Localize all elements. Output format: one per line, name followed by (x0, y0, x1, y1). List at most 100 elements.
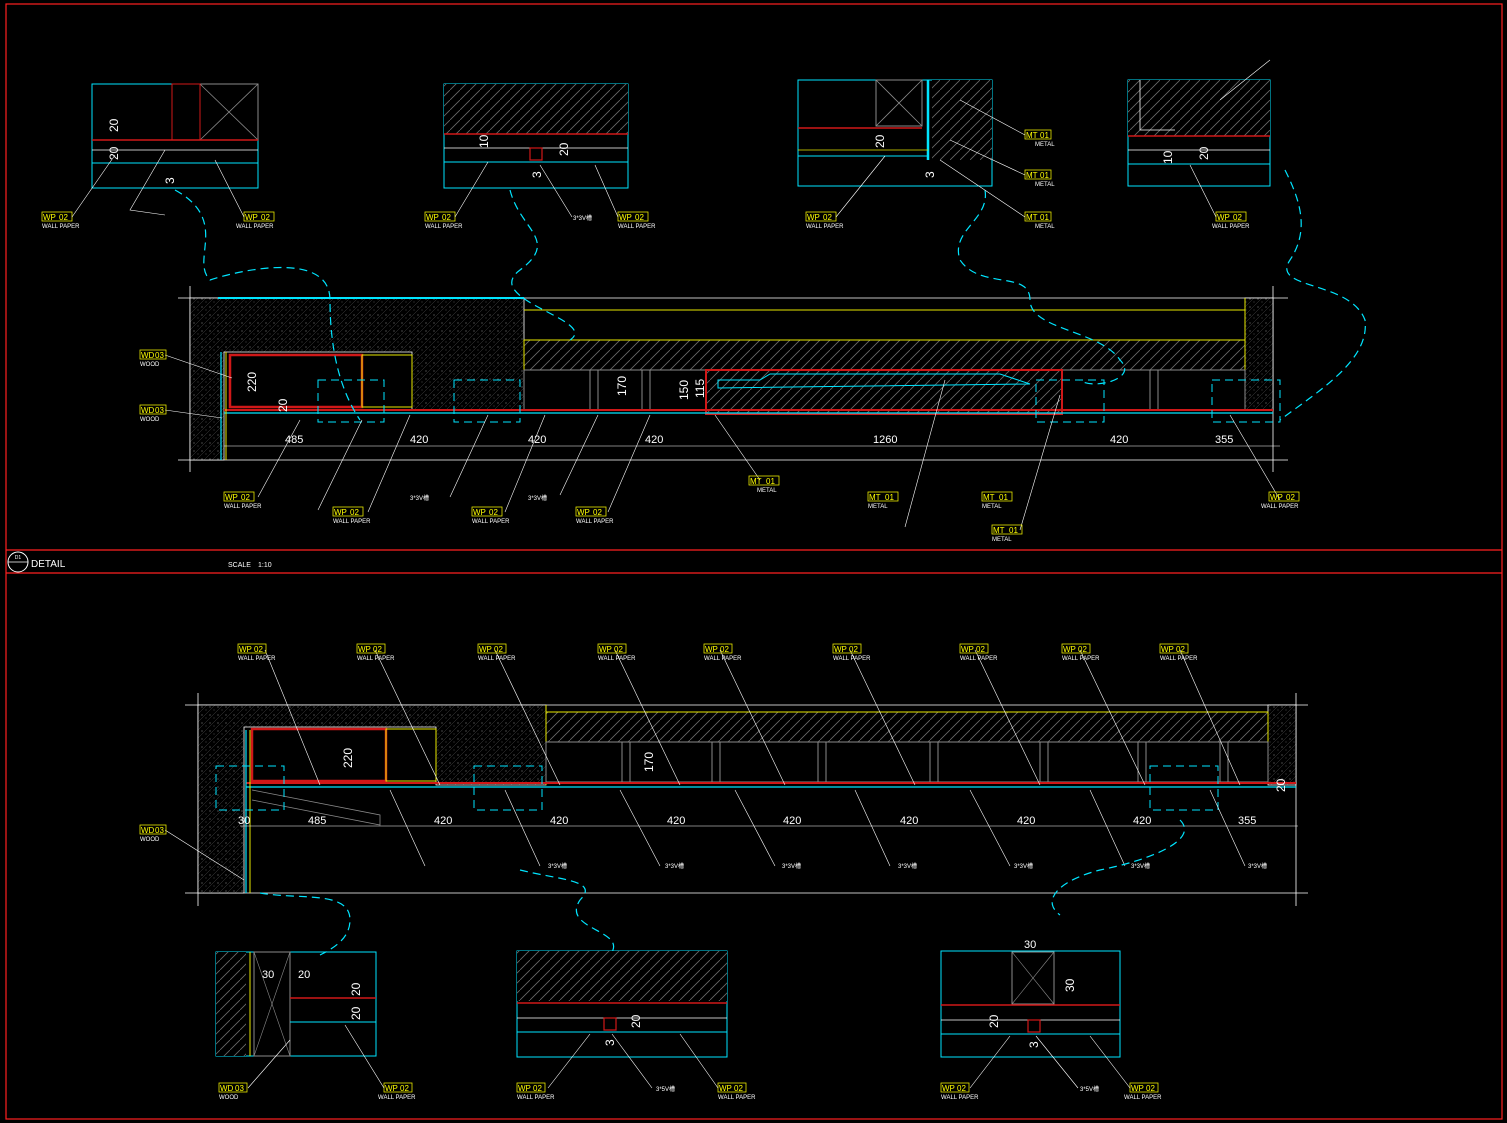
svg-text:WP: WP (1131, 1084, 1144, 1093)
bottom-groove-3: 3*3V槽 (782, 862, 801, 870)
title-bar: D1 DETAIL SCALE 1:10 (7, 551, 272, 573)
svg-text:WALL PAPER: WALL PAPER (236, 224, 274, 230)
svg-text:WALL PAPER: WALL PAPER (941, 1095, 979, 1101)
bottom-groove-2: 3*3V槽 (665, 862, 684, 870)
svg-text:METAL: METAL (868, 504, 888, 510)
bottom-height-1: 220 (341, 748, 355, 768)
svg-text:02: 02 (489, 508, 498, 517)
svg-text:WALL PAPER: WALL PAPER (806, 224, 844, 230)
svg-text:02: 02 (261, 213, 270, 222)
svg-text:METAL: METAL (992, 537, 1012, 543)
top-d1-dim-1: 20 (107, 118, 121, 132)
top-width-5: 1260 (873, 434, 897, 446)
svg-text:WALL PAPER: WALL PAPER (42, 224, 80, 230)
svg-text:01: 01 (999, 493, 1008, 502)
svg-text:03: 03 (155, 351, 164, 360)
bottom-d1-dim-1: 30 (262, 969, 274, 981)
svg-text:WALL PAPER: WALL PAPER (598, 656, 636, 662)
top-d3-dim-1: 20 (873, 134, 887, 148)
bottom-d3-dim-3: 20 (987, 1014, 1001, 1028)
top-d4-dim-2: 20 (1197, 146, 1211, 160)
bottom-groove-6: 3*3V槽 (1131, 862, 1150, 870)
svg-text:02: 02 (241, 493, 250, 502)
svg-text:WP: WP (479, 645, 492, 654)
bottom-width-7: 420 (900, 815, 918, 827)
svg-text:02: 02 (734, 1084, 743, 1093)
svg-text:MT: MT (1026, 213, 1038, 222)
svg-text:METAL: METAL (1035, 182, 1055, 188)
svg-text:WALL PAPER: WALL PAPER (472, 519, 510, 525)
top-d1-dim-3: 3 (163, 177, 177, 184)
svg-text:02: 02 (1078, 645, 1087, 654)
svg-text:WALL PAPER: WALL PAPER (833, 656, 871, 662)
svg-text:02: 02 (976, 645, 985, 654)
svg-text:WALL PAPER: WALL PAPER (1124, 1095, 1162, 1101)
svg-text:METAL: METAL (757, 488, 777, 494)
scale-value: 1:10 (258, 562, 272, 569)
svg-text:02: 02 (593, 508, 602, 517)
svg-text:02: 02 (1286, 493, 1295, 502)
svg-text:WD: WD (141, 406, 155, 415)
svg-text:02: 02 (614, 645, 623, 654)
svg-text:02: 02 (635, 213, 644, 222)
svg-text:WALL PAPER: WALL PAPER (718, 1095, 756, 1101)
svg-text:WP: WP (807, 213, 820, 222)
bottom-d2-note: 3*5V槽 (656, 1085, 675, 1093)
svg-text:WP: WP (358, 645, 371, 654)
top-d2-dim-2: 20 (557, 142, 571, 156)
svg-text:WALL PAPER: WALL PAPER (378, 1095, 416, 1101)
groove-note-1: 3*3V槽 (410, 494, 429, 502)
groove-note-2: 3*3V槽 (528, 494, 547, 502)
bottom-width-10: 355 (1238, 815, 1256, 827)
svg-text:WALL PAPER: WALL PAPER (517, 1095, 555, 1101)
svg-text:WD: WD (220, 1084, 234, 1093)
bottom-groove-5: 3*3V槽 (1014, 862, 1033, 870)
svg-text:WP: WP (426, 213, 439, 222)
svg-text:METAL: METAL (1035, 224, 1055, 230)
bottom-d3-dim-1: 30 (1024, 939, 1036, 951)
svg-text:WALL PAPER: WALL PAPER (425, 224, 463, 230)
svg-text:01: 01 (1040, 213, 1049, 222)
svg-text:WP: WP (43, 213, 56, 222)
svg-text:WP: WP (834, 645, 847, 654)
top-width-1: 485 (285, 434, 303, 446)
svg-text:MT: MT (1026, 131, 1038, 140)
detail-label: DETAIL (31, 559, 66, 570)
top-width-4: 420 (645, 434, 663, 446)
bottom-width-3: 420 (434, 815, 452, 827)
top-d2-note: 3*3V槽 (573, 214, 592, 222)
bottom-groove-1: 3*3V槽 (548, 862, 567, 870)
bottom-d1-dim-4: 20 (349, 1006, 363, 1020)
top-d2-dim-1: 10 (477, 134, 491, 148)
svg-text:01: 01 (1040, 131, 1049, 140)
svg-text:WALL PAPER: WALL PAPER (333, 519, 371, 525)
svg-text:03: 03 (235, 1084, 244, 1093)
bottom-groove-4: 3*3V槽 (898, 862, 917, 870)
svg-text:WP: WP (225, 493, 238, 502)
